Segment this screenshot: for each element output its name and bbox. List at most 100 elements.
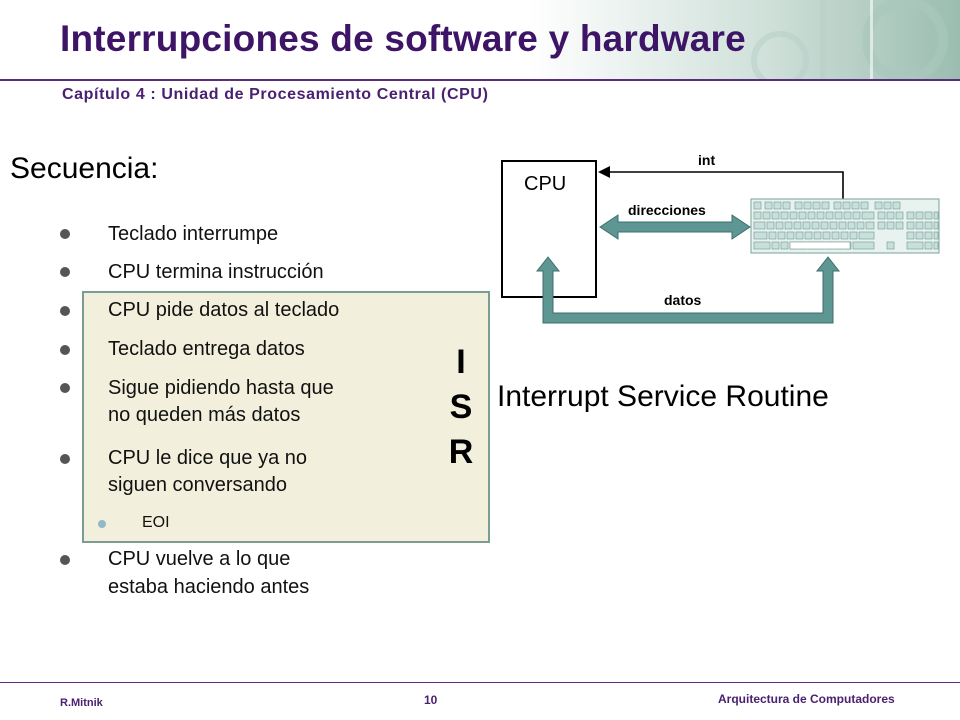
list-item: Sigue pidiendo hasta que [108, 377, 334, 399]
keyboard-key [852, 211, 861, 220]
keyboard-key [895, 221, 904, 230]
keyboard-key [915, 231, 924, 240]
keyboard-key [780, 241, 789, 250]
keyboard-key [838, 221, 847, 230]
keyboard-key [886, 241, 895, 250]
footer-author: R.Mitnik [60, 697, 103, 709]
keyboard-key [762, 211, 771, 220]
header-divider [0, 79, 960, 81]
footer-divider [0, 682, 960, 683]
keyboard-key [915, 211, 924, 220]
bullet-icon [60, 306, 70, 316]
address-arrow [599, 214, 751, 240]
keyboard-key [753, 221, 766, 230]
keyboard-key [915, 221, 924, 230]
bullet-icon [60, 555, 70, 565]
slide-title: Interrupciones de software y hardware [60, 18, 746, 59]
list-item: CPU le dice que ya no [108, 447, 308, 469]
keyboard-key [820, 221, 829, 230]
cpu-keyboard-diagram: CPU int direcciones datos [501, 152, 940, 324]
list-item-continuation: no queden más datos [108, 404, 301, 426]
keyboard-key [802, 221, 811, 230]
keyboard-key [753, 211, 762, 220]
section-heading: Secuencia: [10, 152, 159, 185]
keyboard-key [794, 201, 803, 210]
keyboard-key [886, 221, 895, 230]
keyboard-key [842, 201, 851, 210]
int-arrowhead [598, 166, 610, 178]
list-item: Teclado entrega datos [108, 338, 305, 360]
keyboard-key [821, 201, 830, 210]
keyboard-key [771, 211, 780, 220]
isr-acronym: I S R [444, 340, 478, 475]
keyboard-key [812, 201, 821, 210]
keyboard-key [784, 221, 793, 230]
keyboard-key [789, 211, 798, 220]
keyboard-key [771, 241, 780, 250]
keyboard-key [924, 221, 933, 230]
keyboard-key [877, 211, 886, 220]
keyboard-key [933, 241, 939, 250]
data-bus [535, 256, 841, 324]
keyboard-key [782, 201, 791, 210]
keyboard-key [877, 221, 886, 230]
keyboard-key [906, 241, 924, 250]
keyboard-key [860, 201, 869, 210]
isr-meaning: Interrupt Service Routine [497, 380, 829, 413]
keyboard-key [829, 221, 838, 230]
keyboard-key [865, 221, 875, 230]
slide-subtitle: Capítulo 4 : Unidad de Procesamiento Cen… [62, 86, 489, 103]
keyboard-key [852, 241, 875, 250]
keyboard-key [886, 211, 895, 220]
keyboard-key [831, 231, 840, 240]
keyboard-key [933, 211, 939, 220]
bullet-icon [60, 229, 70, 239]
keyboard-key [874, 201, 883, 210]
bullet-icon [60, 383, 70, 393]
list-item: Teclado interrumpe [108, 223, 279, 245]
footer-course: Arquitectura de Computadores [718, 692, 895, 706]
bullet-icon [60, 267, 70, 277]
keyboard-key [847, 221, 856, 230]
keyboard-key [906, 211, 915, 220]
keyboard-key [822, 231, 831, 240]
list-item: CPU pide datos al teclado [108, 299, 340, 321]
keyboard-key [804, 231, 813, 240]
isr-letter: I [456, 343, 466, 381]
keyboard-key [753, 241, 771, 250]
cpu-label: CPU [524, 173, 566, 195]
data-label: datos [664, 292, 702, 308]
list-item: CPU vuelve a lo que [108, 548, 291, 570]
list-item-continuation: siguen conversando [108, 474, 288, 496]
keyboard-key [851, 201, 860, 210]
keyboard-key [834, 211, 843, 220]
keyboard-key [924, 231, 933, 240]
keyboard-key [833, 201, 842, 210]
slide-header: Interrupciones de software y hardware [0, 0, 960, 80]
keyboard-key [906, 231, 915, 240]
keyboard-key [766, 221, 775, 230]
keyboard-key [773, 201, 782, 210]
keyboard-key [780, 211, 789, 220]
keyboard-key [933, 221, 939, 230]
isr-highlight-box [82, 291, 490, 543]
keyboard-key [753, 201, 762, 210]
keyboard-key [883, 201, 892, 210]
keyboard-key [798, 211, 807, 220]
list-item: CPU termina instrucción [108, 261, 324, 283]
keyboard-key [764, 201, 773, 210]
page-number: 10 [424, 693, 438, 707]
keyboard-key [924, 211, 933, 220]
keyboard-key [813, 231, 822, 240]
address-label: direcciones [628, 202, 706, 218]
keyboard-key [858, 231, 875, 240]
keyboard-key [793, 221, 802, 230]
keyboard-key [803, 201, 812, 210]
keyboard-key [786, 231, 795, 240]
keyboard-key [840, 231, 849, 240]
isr-letter: S [449, 388, 473, 426]
keyboard-key [861, 211, 875, 220]
int-line [608, 171, 844, 199]
keyboard-key [895, 211, 904, 220]
keyboard-key [843, 211, 852, 220]
